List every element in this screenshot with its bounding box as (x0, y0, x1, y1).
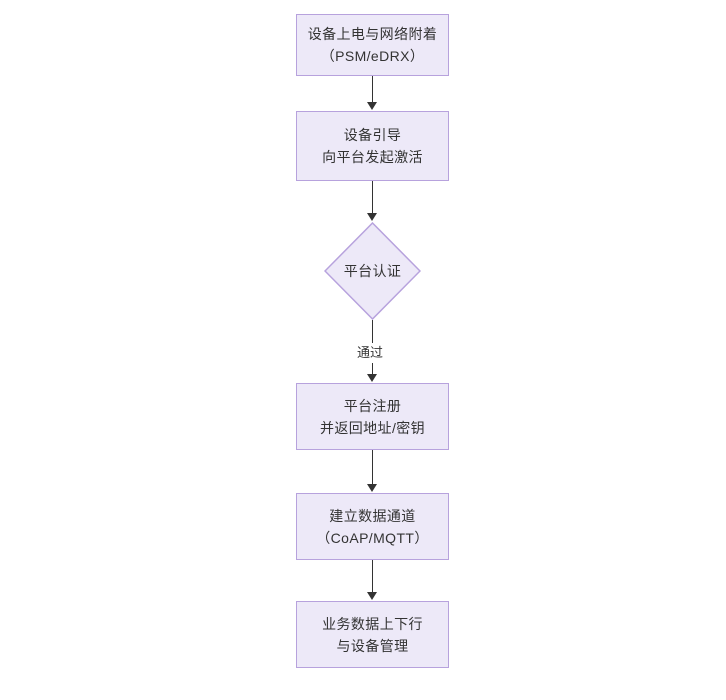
node-platform-register-line1: 平台注册 (343, 397, 402, 414)
node-bootstrap-line2: 向平台发起激活 (322, 149, 423, 165)
node-data-channel-line1: 建立数据通道 (329, 507, 416, 524)
node-service-data[interactable]: 业务数据上下行 与设备管理 (296, 601, 449, 668)
node-power-on-line2: （PSM/eDRX） (320, 48, 425, 64)
node-platform-auth-label: 平台认证 (343, 263, 402, 279)
connector-bootstrap-to-platform-auth (371, 181, 373, 214)
node-service-data-line2: 与设备管理 (336, 637, 409, 654)
arrowhead-bootstrap (367, 102, 378, 110)
connector-platform-register-to-data-channel (371, 450, 373, 486)
node-platform-auth[interactable]: 平台认证 (324, 222, 421, 320)
node-bootstrap-line1: 设备引导 (343, 127, 402, 143)
node-platform-register-line2: 并返回地址/密钥 (319, 419, 426, 436)
node-bootstrap[interactable]: 设备引导 向平台发起激活 (296, 111, 449, 181)
edge-label-pass: 通过 (354, 343, 387, 363)
node-data-channel[interactable]: 建立数据通道 （CoAP/MQTT） (296, 493, 449, 560)
node-platform-register[interactable]: 平台注册 并返回地址/密钥 (296, 383, 449, 450)
diamond-shape-icon (324, 222, 421, 320)
node-service-data-line1: 业务数据上下行 (322, 615, 423, 632)
node-data-channel-line2: （CoAP/MQTT） (316, 529, 429, 546)
arrowhead-service-data (367, 592, 378, 600)
node-power-on[interactable]: 设备上电与网络附着 （PSM/eDRX） (296, 14, 449, 76)
arrowhead-platform-auth (367, 213, 378, 221)
node-power-on-line1: 设备上电与网络附着 (307, 26, 438, 42)
arrowhead-platform-register (367, 374, 378, 382)
arrowhead-data-channel (367, 484, 378, 492)
connector-power-on-to-bootstrap (371, 76, 373, 103)
connector-data-channel-to-service-data (371, 560, 373, 594)
